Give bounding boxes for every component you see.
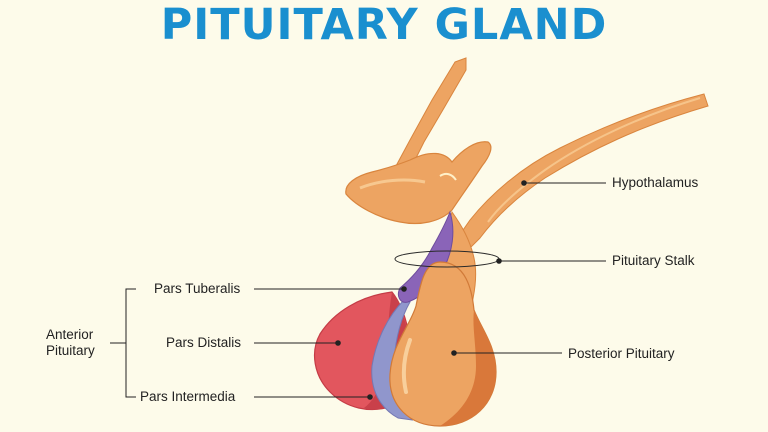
hypothalamus-upper-stem: [395, 57, 467, 171]
label-anterior-line2: Pituitary: [46, 343, 95, 358]
hypothalamus-body: [345, 141, 492, 225]
hypothalamus-tract: [451, 93, 709, 251]
label-pars-tuberalis: Pars Tuberalis: [154, 281, 241, 296]
label-posterior-pituitary: Posterior Pituitary: [568, 346, 675, 361]
hypothalamus-highlight: [359, 178, 426, 190]
hypothalamus-tract-highlight: [487, 97, 701, 223]
posterior-dot: [451, 350, 457, 356]
stalk-dot: [496, 258, 502, 264]
label-pars-distalis: Pars Distalis: [166, 335, 242, 350]
distalis-dot: [335, 340, 341, 346]
posterior-pituitary-shadow: [440, 310, 496, 426]
hypothalamus-dot: [521, 180, 527, 186]
intermedia-dot: [367, 394, 373, 400]
label-pars-intermedia: Pars Intermedia: [140, 389, 236, 404]
posterior-pituitary-highlight: [401, 338, 412, 394]
label-pituitary-stalk: Pituitary Stalk: [612, 253, 695, 268]
label-anterior-pituitary: Anterior Pituitary: [46, 327, 95, 359]
label-anterior-line1: Anterior: [46, 327, 94, 342]
page-title: PITUITARY GLAND: [160, 0, 608, 50]
label-hypothalamus: Hypothalamus: [612, 175, 699, 190]
hypothalamus-notch: [439, 172, 457, 181]
anterior-bracket: [110, 288, 136, 398]
tuberalis-dot: [401, 286, 407, 292]
